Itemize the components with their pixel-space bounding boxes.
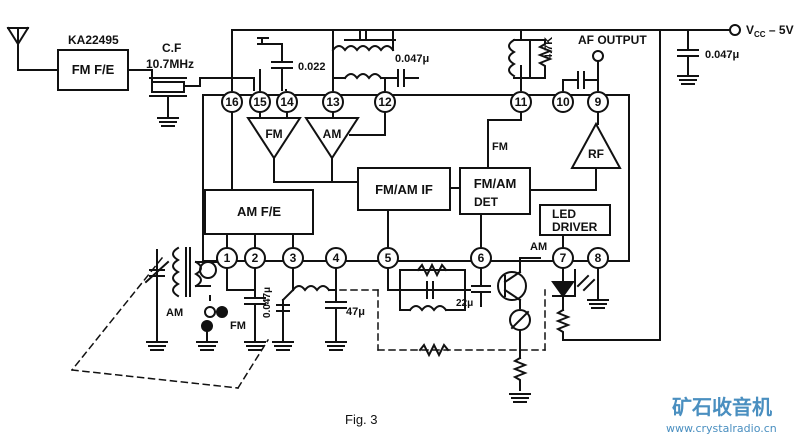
fm-signal-label: FM (492, 141, 508, 153)
rf-amp-triangle (572, 124, 620, 168)
am-signal-label: AM (530, 241, 547, 253)
ground-icon (245, 342, 265, 350)
led-driver-block (540, 205, 610, 235)
ground-icon (326, 342, 346, 350)
pin-6-label: 6 (478, 251, 485, 265)
res-pin5-icon (418, 265, 446, 275)
pin-1-label: 1 (224, 251, 231, 265)
ground-icon (588, 300, 608, 308)
led-icon (553, 282, 573, 296)
fm-switch-label: FM (230, 320, 246, 332)
coil-lower-icon (345, 74, 381, 78)
cap-0047-right-label: 0.047μ (705, 49, 739, 61)
vcc-label: VCC – 5V (746, 23, 794, 39)
figure-caption: Fig. 3 (345, 412, 378, 427)
ground-icon (273, 342, 293, 350)
pin-3-label: 3 (290, 251, 297, 265)
cap-47u-label: 47μ (346, 306, 365, 318)
watermark-url: www.crystalradio.cn (666, 422, 777, 435)
ifcoil-icon (509, 40, 514, 76)
fm-am-det-block (460, 168, 530, 214)
cf-freq-label: 10.7MHz (146, 57, 194, 71)
am-antenna-label: AM (166, 307, 183, 319)
res-dashed-icon (420, 345, 448, 355)
pin-11-label: 11 (515, 95, 528, 109)
cap-22u-label: 22μ (456, 298, 473, 309)
vcc-v: V (746, 23, 754, 37)
pin-16-label: 16 (225, 95, 239, 109)
res-led-icon (558, 310, 568, 340)
am-fe-block (205, 190, 313, 234)
af-output-label: AF OUTPUT (578, 33, 647, 47)
vcc-terminal (730, 25, 740, 35)
pin-12-label: 12 (378, 95, 392, 109)
am-antenna-coil-icon (173, 248, 178, 296)
pin-7-label: 7 (560, 251, 567, 265)
ground-icon (158, 118, 178, 126)
switch-terminal-closed (202, 321, 212, 331)
res-meter-icon (515, 358, 525, 390)
am-amp-label: AM (323, 127, 342, 141)
res-4k7-icon (540, 40, 550, 78)
fm-fe-label: FM F/E (72, 62, 115, 77)
pin-9-label: 9 (595, 95, 602, 109)
switch-terminal-closed (217, 307, 227, 317)
pin-2-label: 2 (252, 251, 259, 265)
vcc-sub: CC (754, 30, 766, 39)
coil-pin5-icon (410, 306, 446, 310)
cap-0047-top-label: 0.047μ (395, 53, 429, 65)
ceramic-filter-label: C.F (162, 41, 181, 55)
ceramic-filter-icon (150, 78, 186, 96)
ground-icon (510, 394, 530, 402)
coil-upper-icon (333, 46, 393, 50)
pin-5-label: 5 (385, 251, 392, 265)
pin-14-label: 14 (280, 95, 294, 109)
pin-10 (553, 92, 573, 112)
am-fe-label: AM F/E (237, 204, 281, 219)
res-47k-label: 4.7K (543, 37, 555, 60)
ground-icon (197, 342, 217, 350)
rf-label: RF (588, 147, 604, 161)
pin-8-label: 8 (595, 251, 602, 265)
chip-name-label: KA22495 (68, 33, 119, 47)
fm-am-det-label-1: FM/AM (474, 176, 517, 191)
af-output-terminal (593, 51, 603, 61)
ic-body (203, 95, 629, 261)
cap-0022-label: 0.022 (298, 61, 326, 73)
switch-terminal-open (205, 307, 215, 317)
cap-0047-pin2-label: 0.047μ (262, 287, 273, 318)
fm-am-det-label-2: DET (474, 195, 499, 209)
led-driver-label-2: DRIVER (552, 220, 598, 234)
fm-antenna-icon (8, 28, 28, 70)
pin-15-label: 15 (253, 95, 267, 109)
led-driver-label-1: LED (552, 207, 576, 221)
pin-13-label: 13 (326, 95, 340, 109)
vcc-value: – 5V (766, 23, 794, 37)
fm-amp-triangle (248, 118, 300, 158)
transistor-icon (498, 272, 526, 300)
pin-4-label: 4 (333, 251, 340, 265)
coil-pin3-icon (293, 286, 329, 290)
fm-am-if-label: FM/AM IF (375, 182, 433, 197)
fm-amp-label: FM (265, 127, 282, 141)
pin-10-label: 10 (556, 95, 570, 109)
ground-icon (678, 76, 698, 84)
ground-icon (147, 342, 167, 350)
fm-am-if-block (358, 168, 450, 210)
watermark-cn: 矿石收音机 (672, 395, 772, 419)
